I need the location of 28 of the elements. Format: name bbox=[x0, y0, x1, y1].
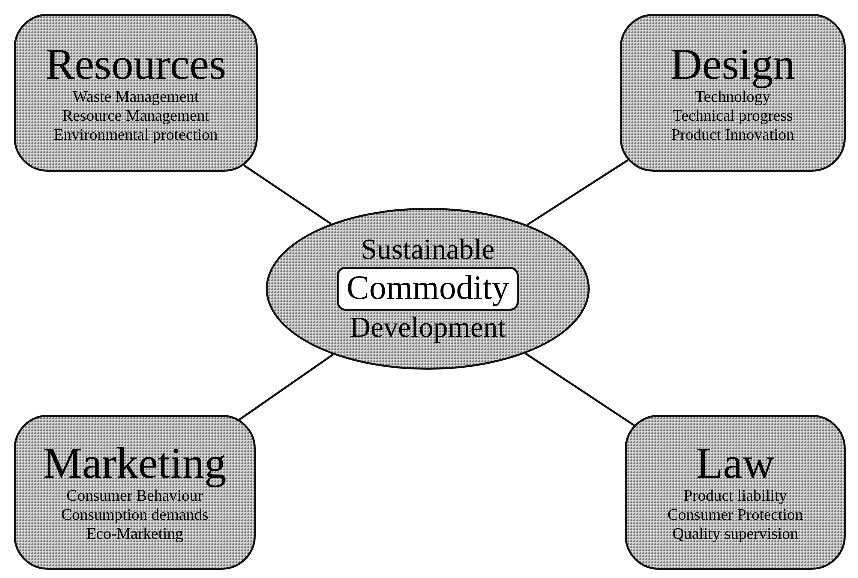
center-label: Commodity bbox=[346, 269, 510, 309]
topic-item: Technology bbox=[695, 88, 771, 106]
topic-heading: Resources bbox=[46, 42, 226, 88]
topic-box bbox=[14, 415, 256, 570]
center-text: Development bbox=[350, 311, 506, 345]
center-text: Sustainable bbox=[361, 233, 495, 267]
topic-item: Product Innovation bbox=[671, 126, 795, 144]
topic-heading: Law bbox=[696, 441, 775, 487]
topic-item: Consumption demands bbox=[61, 506, 209, 525]
topic-box bbox=[14, 14, 258, 172]
topic-item: Technical progress bbox=[672, 106, 794, 126]
connector-line bbox=[525, 352, 635, 426]
topic-box bbox=[620, 14, 846, 172]
topic-item: Consumer Protection bbox=[668, 506, 804, 525]
topic-item: Consumer Behaviour bbox=[66, 488, 204, 506]
topic-item: Resource Management bbox=[62, 106, 210, 126]
topic-item: Waste Management bbox=[72, 88, 200, 106]
center-label-box bbox=[336, 267, 520, 311]
connector-line bbox=[243, 164, 332, 225]
topic-box bbox=[625, 415, 846, 570]
topic-item: Quality supervision bbox=[672, 525, 798, 544]
connector-line bbox=[526, 159, 629, 226]
connector-line bbox=[238, 354, 334, 421]
topic-heading: Marketing bbox=[43, 441, 227, 487]
topic-item: Product liability bbox=[684, 487, 788, 506]
topic-item: Environmental protection bbox=[54, 126, 218, 144]
topic-heading: Design bbox=[670, 42, 796, 88]
topic-item: Eco-Marketing bbox=[86, 525, 184, 544]
